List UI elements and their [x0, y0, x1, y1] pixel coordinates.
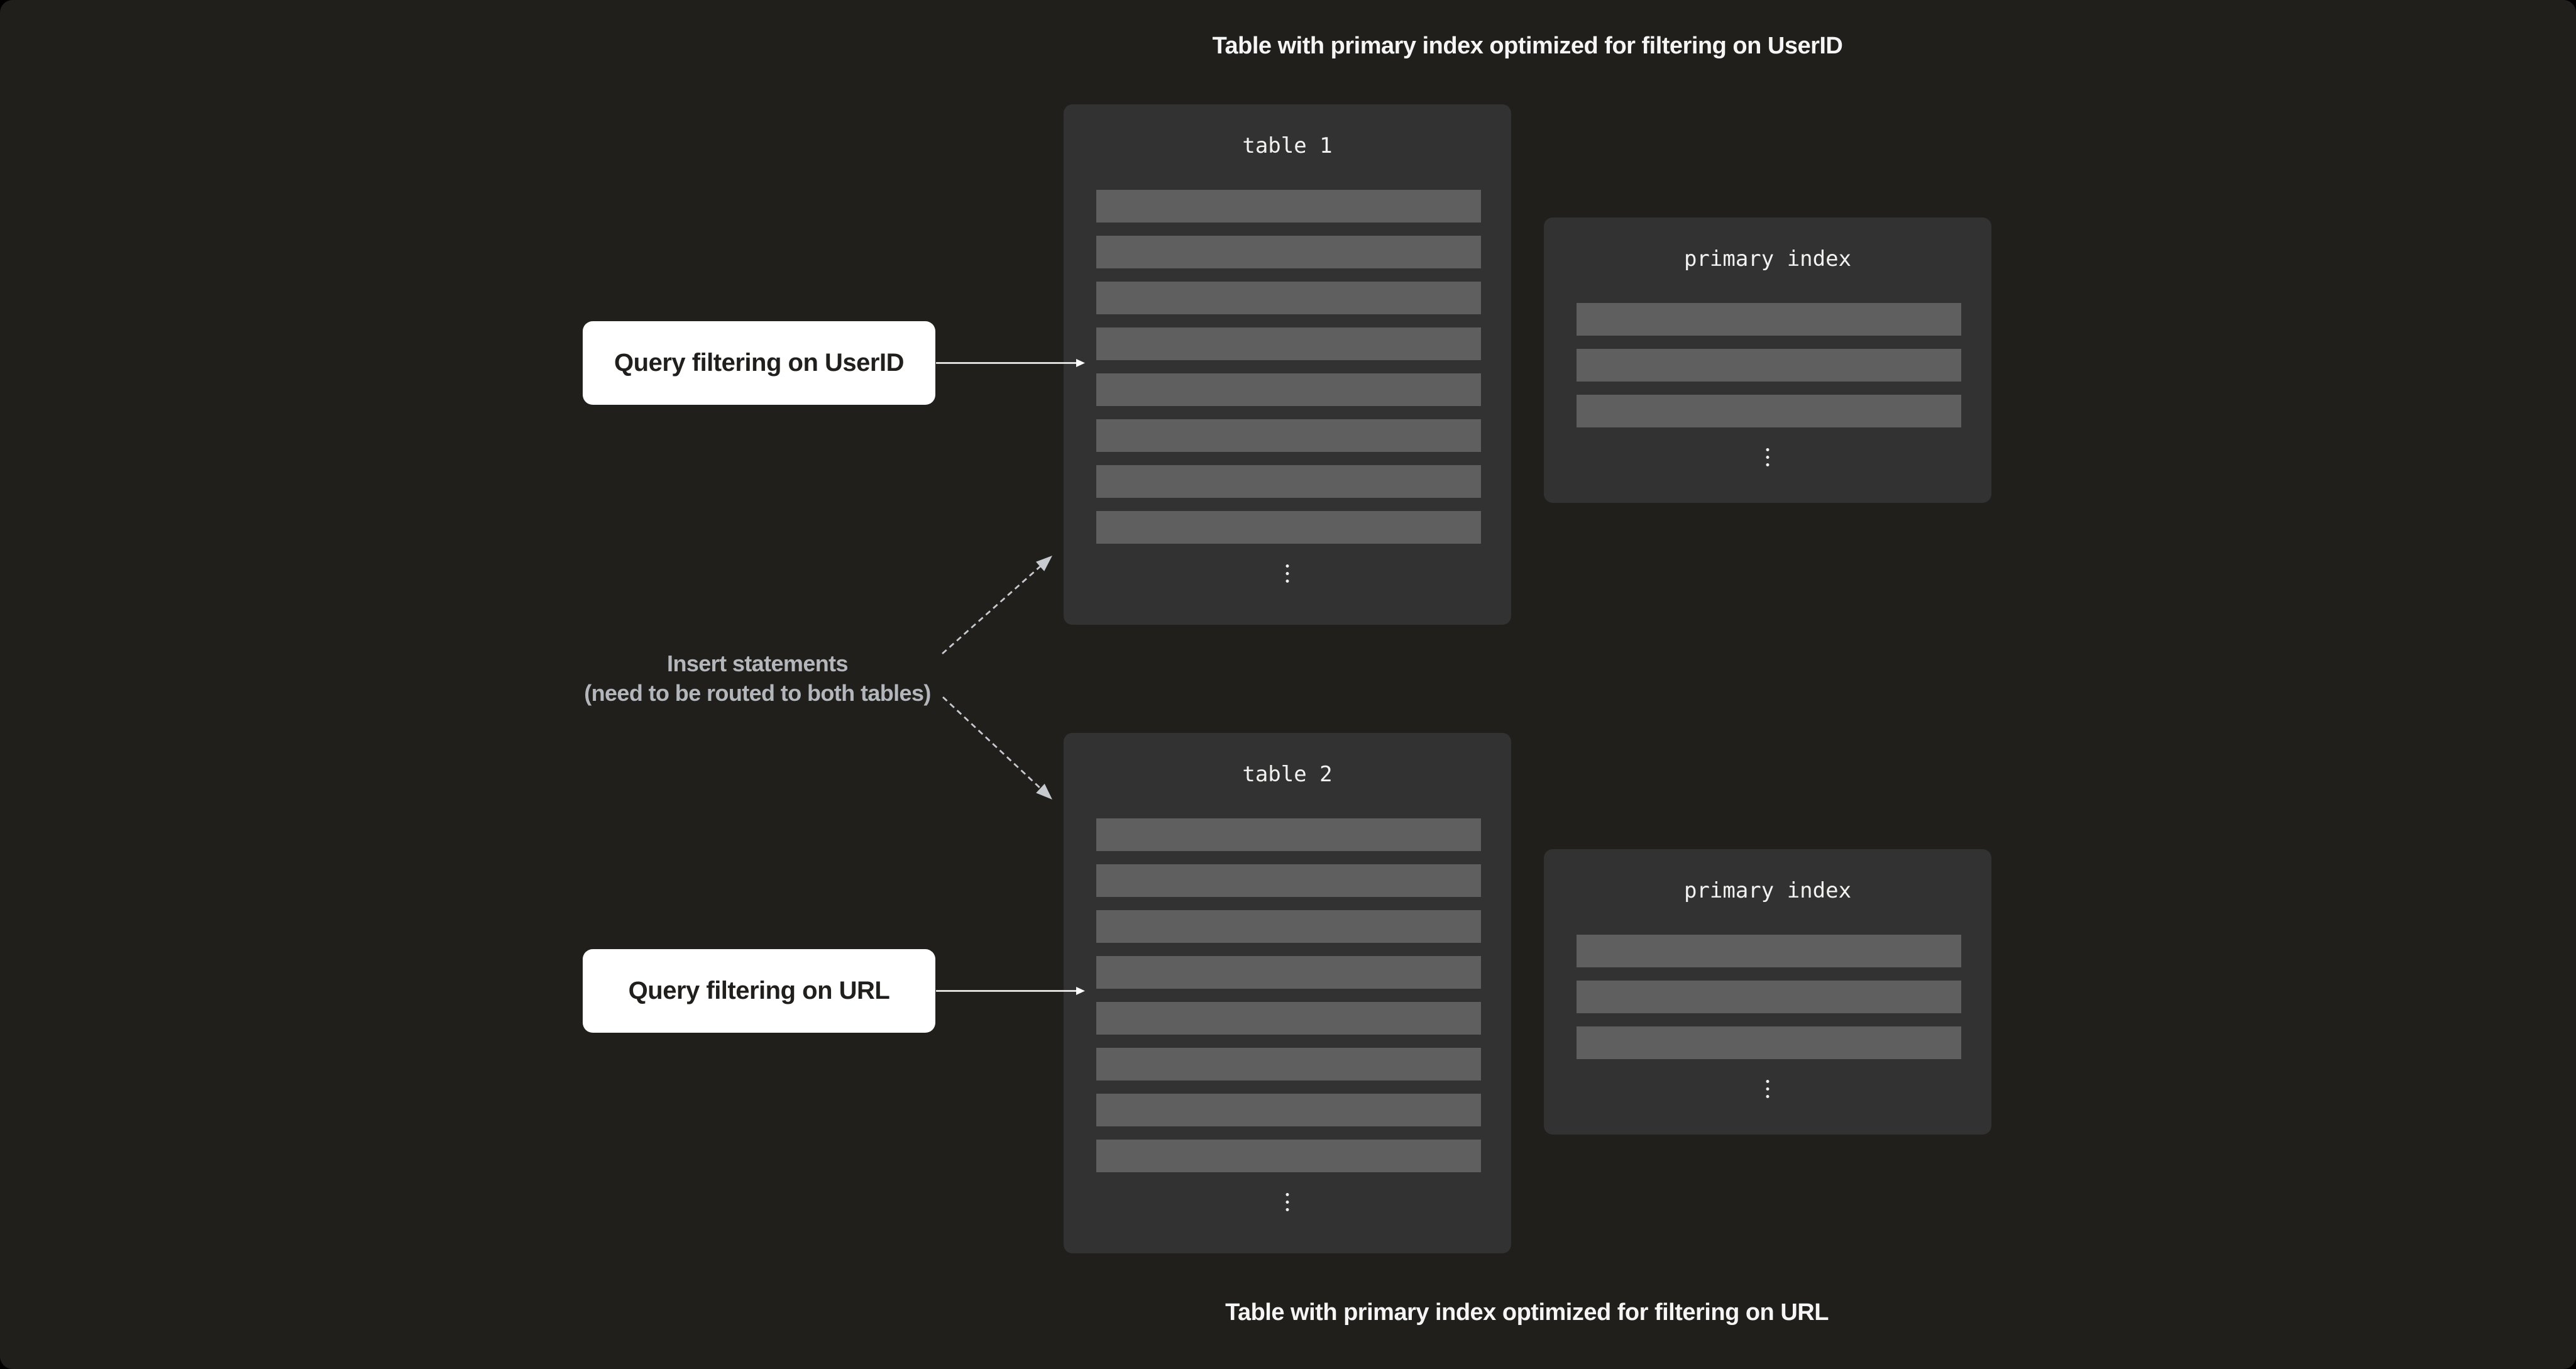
query-filtering-userid-label: Query filtering on UserID [583, 321, 935, 405]
vertical-ellipsis-icon [1285, 1193, 1289, 1211]
record-row [1096, 1002, 1481, 1035]
insert-note-line-2: (need to be routed to both tables) [584, 680, 931, 706]
record-row [1096, 1048, 1481, 1080]
primary-index-1-title: primary index [1683, 246, 1852, 272]
record-row [1096, 282, 1481, 314]
record-row [1096, 373, 1481, 406]
insert-note-line-1: Insert statements [667, 651, 849, 676]
insert-statements-note: Insert statements (need to be routed to … [584, 649, 931, 708]
record-row [1577, 1026, 1961, 1059]
record-row [1096, 1094, 1481, 1126]
dashed-arrow-icon [942, 696, 1052, 800]
caption-bottom: Table with primary index optimized for f… [1225, 1299, 1829, 1326]
table-2-rows [1096, 818, 1481, 1185]
record-row [1577, 935, 1961, 967]
record-row [1577, 395, 1961, 427]
vertical-ellipsis-icon [1285, 564, 1289, 583]
record-row [1096, 818, 1481, 851]
record-row [1577, 981, 1961, 1013]
caption-top: Table with primary index optimized for f… [1212, 33, 1843, 59]
record-row [1096, 327, 1481, 360]
primary-index-1-panel: primary index [1544, 217, 1991, 503]
record-row [1096, 1140, 1481, 1172]
record-row [1096, 419, 1481, 452]
record-row [1096, 910, 1481, 943]
record-row [1096, 864, 1481, 897]
primary-index-1-rows [1577, 303, 1961, 441]
record-row [1096, 190, 1481, 223]
primary-index-2-rows [1577, 935, 1961, 1072]
record-row [1096, 956, 1481, 989]
record-row [1577, 303, 1961, 336]
record-row [1096, 511, 1481, 544]
primary-index-2-panel: primary index [1544, 849, 1991, 1135]
right-arrow-icon [936, 359, 1085, 367]
table-2-panel: table 2 [1064, 733, 1511, 1253]
right-arrow-icon [936, 987, 1085, 995]
vertical-ellipsis-icon [1766, 448, 1770, 466]
primary-index-2-title: primary index [1683, 878, 1852, 903]
dashed-arrow-icon [942, 556, 1052, 655]
query-filtering-url-label: Query filtering on URL [583, 949, 935, 1033]
table-1-title: table 1 [1242, 133, 1333, 158]
record-row [1577, 349, 1961, 382]
record-row [1096, 236, 1481, 268]
table-2-title: table 2 [1242, 762, 1333, 787]
record-row [1096, 465, 1481, 498]
table-1-panel: table 1 [1064, 104, 1511, 625]
table-1-rows [1096, 190, 1481, 557]
vertical-ellipsis-icon [1766, 1080, 1770, 1098]
